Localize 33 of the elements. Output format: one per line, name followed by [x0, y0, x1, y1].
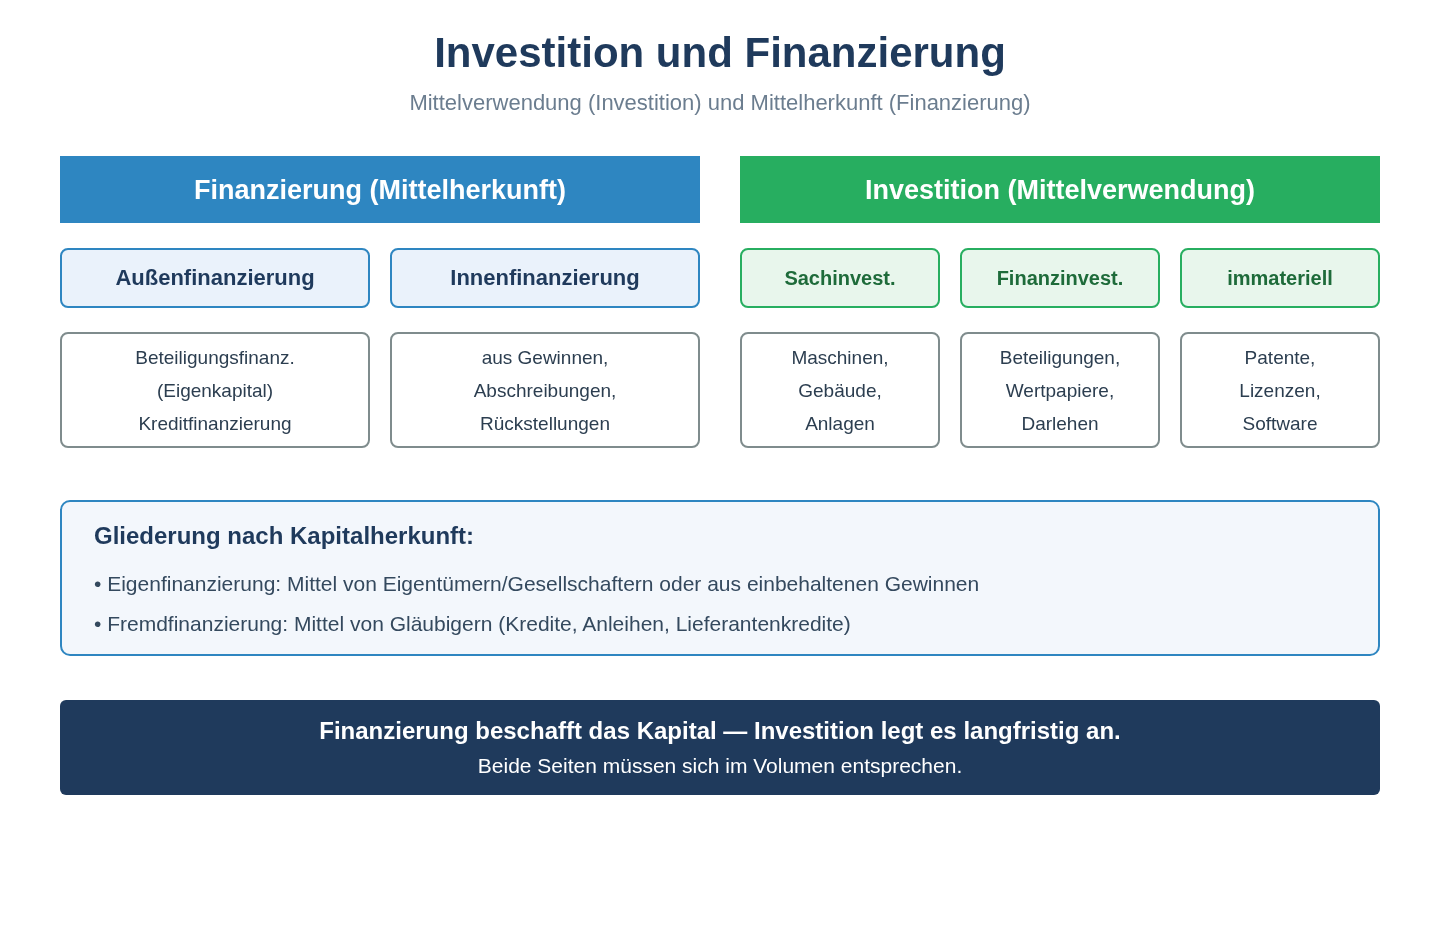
category-box [60, 248, 370, 308]
info-heading: Gliederung nach Kapitalherkunft: [94, 521, 475, 551]
bullet-item: • Eigenfinanzierung: Mittel von Eigentümern/Gesellschaftern oder aus einbehaltenen Gewinnen [94, 571, 980, 597]
category-label: Finanzinvest. [996, 266, 1124, 291]
example-text: Beteiligungsfinanz. (Eigenkapital) Kreditfinanzierung [134, 345, 296, 436]
summary-heading: Finanzierung beschafft das Kapital — Investition legt es langfristig an. [319, 715, 1121, 746]
category-box [740, 248, 940, 308]
example-text: Beteiligungen, Wertpapiere, Darlehen [998, 345, 1122, 436]
example-card [740, 332, 940, 448]
summary-banner [60, 700, 1380, 795]
category-box [390, 248, 700, 308]
example-text: Maschinen, Gebäude, Anlagen [790, 345, 890, 436]
info-panel [60, 500, 1380, 656]
page-subtitle: Mittelverwendung (Investition) und Mittelherkunft (Finanzierung) [408, 89, 1032, 117]
section-header-bar [740, 156, 1380, 223]
category-label: Innenfinanzierung [450, 264, 640, 292]
example-card [60, 332, 370, 448]
bullet-item: • Fremdfinanzierung: Mittel von Gläubigern (Kredite, Anleihen, Lieferantenkredite) [94, 611, 851, 637]
category-label: Außenfinanzierung [115, 264, 315, 292]
example-card [390, 332, 700, 448]
section-heading: Investition (Mittelverwendung) [865, 173, 1255, 207]
example-card [960, 332, 1160, 448]
example-card [1180, 332, 1380, 448]
section-header-bar [60, 156, 700, 223]
category-box [1180, 248, 1380, 308]
example-text: Patente, Lizenzen, Software [1238, 345, 1322, 436]
section-heading: Finanzierung (Mittelherkunft) [194, 173, 566, 207]
summary-text: Beide Seiten müssen sich im Volumen entsprechen. [477, 752, 963, 779]
category-label: immateriell [1227, 266, 1333, 291]
page-title: Investition und Finanzierung [433, 28, 1007, 78]
category-box [960, 248, 1160, 308]
category-label: Sachinvest. [784, 266, 896, 291]
example-text: aus Gewinnen, Abschreibungen, Rückstellungen [472, 345, 618, 436]
